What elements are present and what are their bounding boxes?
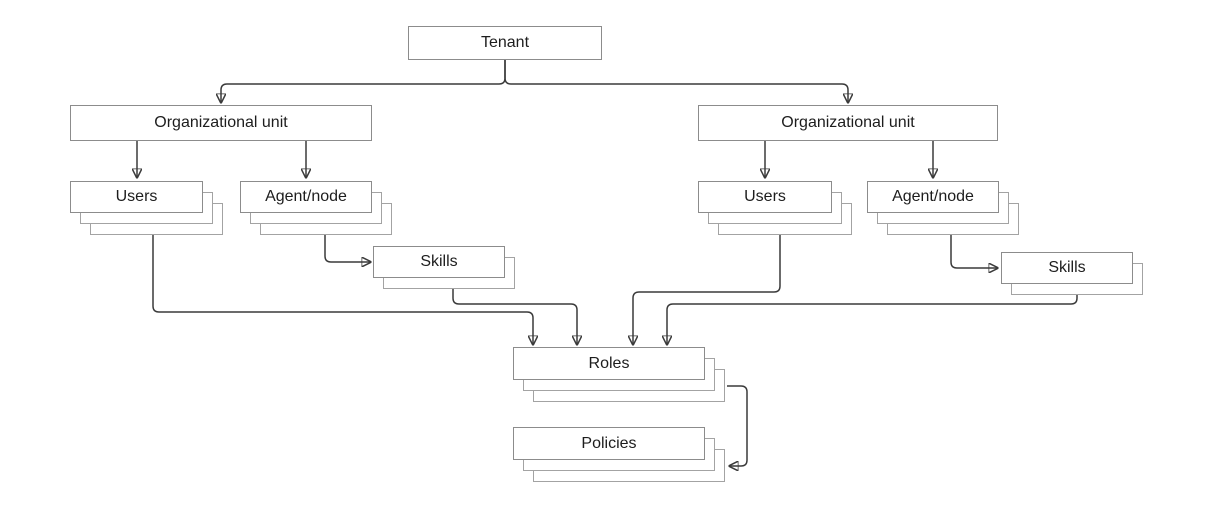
agent-node-left-node: Agent/node [240, 181, 392, 235]
agent-node-right-node: Agent/node [867, 181, 1019, 235]
node-label: Roles [588, 354, 630, 372]
node-label: Users [115, 188, 158, 205]
edge-skills-right-to-roles [667, 295, 1078, 344]
users-right-node: Users [698, 181, 852, 235]
skills-left-node: Skills [373, 246, 515, 289]
org-unit-right-box: Organizational unit [698, 105, 998, 141]
tenant-node: Tenant [408, 26, 602, 60]
node-label: Organizational unit [154, 114, 288, 131]
node-label: Organizational unit [781, 114, 915, 131]
roles-box: Roles [513, 347, 705, 380]
edge-users-right-to-roles [633, 235, 781, 344]
users-left-node: Users [70, 181, 223, 235]
node-label: Skills [420, 253, 458, 270]
skills-left-box: Skills [373, 246, 505, 278]
node-label: Tenant [480, 34, 530, 51]
roles-node: Roles [513, 347, 725, 402]
edge-roles-to-policies [727, 385, 748, 466]
skills-right-box: Skills [1001, 252, 1133, 284]
node-label: Skills [1048, 259, 1086, 276]
edge-agent-left-to-skills-left [324, 235, 370, 262]
tenant-box: Tenant [408, 26, 602, 60]
edge-skills-left-to-roles [452, 289, 577, 344]
edge-tenant-to-org-right [504, 60, 848, 102]
node-label: Agent/node [892, 188, 974, 205]
edge-agent-right-to-skills-right [950, 235, 997, 268]
org-unit-left-node: Organizational unit [70, 105, 372, 141]
node-label: Agent/node [265, 188, 347, 205]
users-right-box: Users [698, 181, 832, 213]
policies-node: Policies [513, 427, 725, 482]
skills-right-node: Skills [1001, 252, 1143, 295]
policies-box: Policies [513, 427, 705, 460]
edge-tenant-to-org-left [221, 60, 506, 102]
org-unit-right-node: Organizational unit [698, 105, 998, 141]
node-label: Users [744, 188, 786, 205]
org-unit-left-box: Organizational unit [70, 105, 372, 141]
users-left-box: Users [70, 181, 203, 213]
agent-node-left-box: Agent/node [240, 181, 372, 213]
node-label: Policies [581, 434, 637, 452]
agent-node-right-box: Agent/node [867, 181, 999, 213]
